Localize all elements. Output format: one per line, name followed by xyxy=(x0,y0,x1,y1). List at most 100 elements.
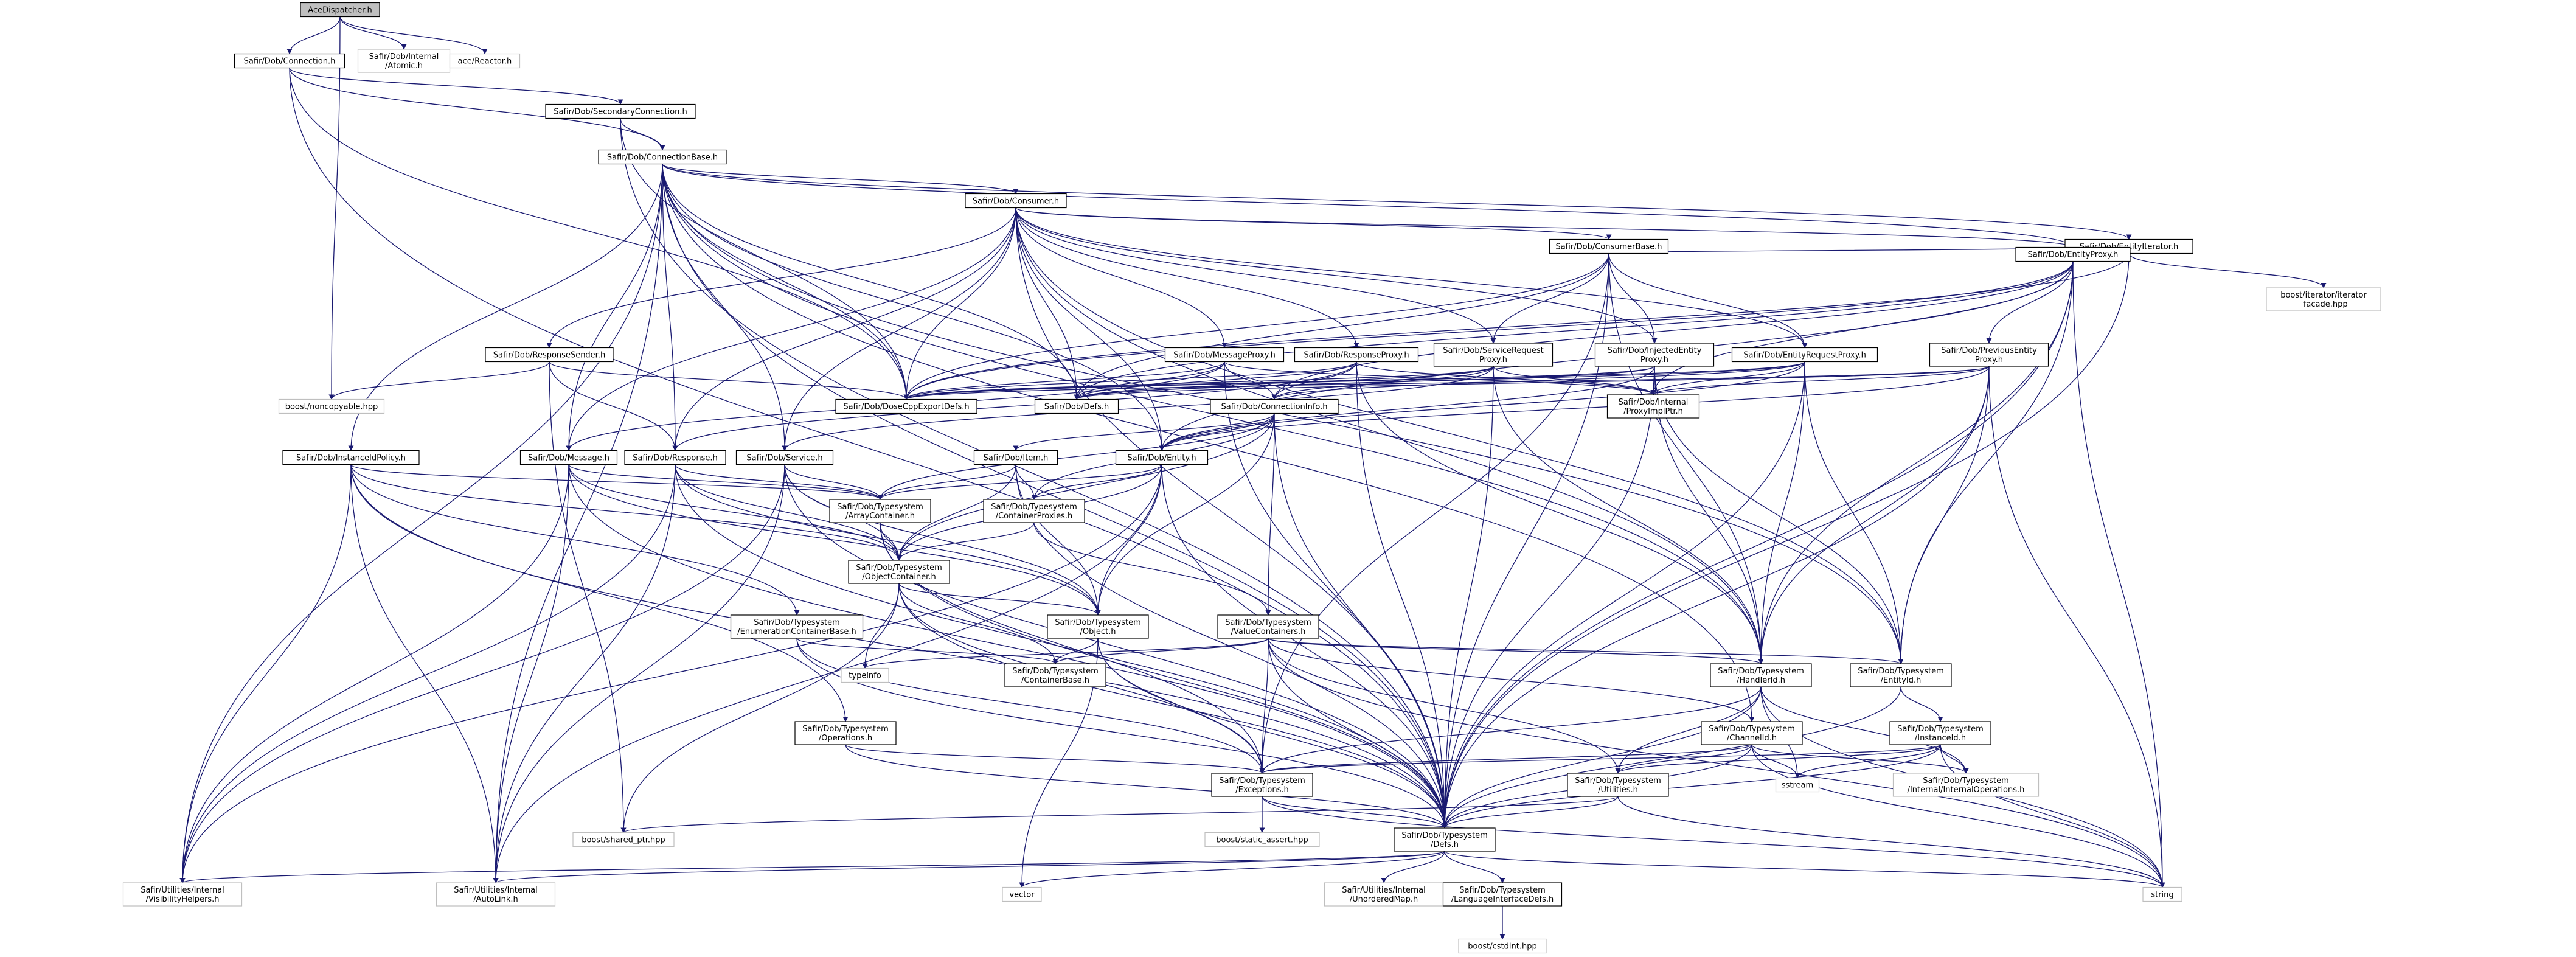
node-connection-base[interactable]: Safir/Dob/ConnectionBase.h xyxy=(598,149,727,165)
node-ts-exceptions[interactable]: Safir/Dob/Typesystem/Exceptions.h xyxy=(1211,773,1313,797)
edge-service-request-proxy-to-ts-defs xyxy=(1442,366,1494,829)
edge-instance-id-policy-to-ts-operations xyxy=(350,464,849,722)
node-box[interactable] xyxy=(1710,663,1812,687)
node-box[interactable] xyxy=(1394,827,1496,852)
node-array-container[interactable]: Safir/Dob/Typesystem/ArrayContainer.h xyxy=(829,499,931,523)
node-box[interactable] xyxy=(835,398,977,414)
node-box[interactable] xyxy=(1210,398,1339,414)
node-box[interactable] xyxy=(282,450,420,465)
node-box[interactable] xyxy=(1433,343,1554,367)
node-box[interactable] xyxy=(519,450,618,465)
node-box[interactable] xyxy=(730,614,864,639)
node-proxy-impl-ptr[interactable]: Safir/Dob/Internal/ProxyImplPtr.h xyxy=(1606,394,1700,419)
node-channel-id[interactable]: Safir/Dob/Typesystem/ChannelId.h xyxy=(1701,721,1803,745)
node-ace-dispatcher[interactable]: AceDispatcher.h xyxy=(300,2,380,18)
node-dob-entity[interactable]: Safir/Dob/Entity.h xyxy=(1115,450,1209,465)
node-box[interactable] xyxy=(965,193,1067,209)
node-connection[interactable]: Safir/Dob/Connection.h xyxy=(234,53,345,69)
node-ts-operations[interactable]: Safir/Dob/Typesystem/Operations.h xyxy=(794,721,897,745)
node-consumer-base[interactable]: Safir/Dob/ConsumerBase.h xyxy=(1549,238,1669,254)
edge-dob-message-to-ts-object xyxy=(568,464,1101,616)
node-dob-item[interactable]: Safir/Dob/Item.h xyxy=(973,450,1058,465)
node-boost-static-assert: boost/static_assert.hpp xyxy=(1204,832,1320,847)
node-label: /Object.h xyxy=(1080,627,1116,636)
node-label: Safir/Dob/DoseCppExportDefs.h xyxy=(843,403,969,412)
node-instance-id-policy[interactable]: Safir/Dob/InstanceIdPolicy.h xyxy=(282,450,420,465)
node-box[interactable] xyxy=(1034,398,1119,414)
node-dob-defs[interactable]: Safir/Dob/Defs.h xyxy=(1034,398,1119,414)
node-box[interactable] xyxy=(1549,238,1669,254)
node-box[interactable] xyxy=(1567,773,1669,797)
node-box[interactable] xyxy=(1047,614,1149,639)
node-box[interactable] xyxy=(1217,614,1319,639)
node-box[interactable] xyxy=(1594,343,1715,367)
node-enum-container-base[interactable]: Safir/Dob/Typesystem/EnumerationContaine… xyxy=(730,614,864,639)
node-ts-defs[interactable]: Safir/Dob/Typesystem/Defs.h xyxy=(1394,827,1496,852)
edge-consumer-to-consumer-base xyxy=(1015,207,1612,240)
node-label: /VisibilityHelpers.h xyxy=(146,895,220,904)
node-vector: vector xyxy=(1002,886,1042,902)
node-secondary-connection[interactable]: Safir/Dob/SecondaryConnection.h xyxy=(545,103,696,119)
node-label: Safir/Dob/Connection.h xyxy=(244,57,336,66)
node-box[interactable] xyxy=(735,450,834,465)
node-box[interactable] xyxy=(848,560,950,584)
node-handler-id[interactable]: Safir/Dob/Typesystem/HandlerId.h xyxy=(1710,663,1812,687)
node-container-proxies[interactable]: Safir/Dob/Typesystem/ContainerProxies.h xyxy=(983,499,1085,523)
node-box[interactable] xyxy=(1211,773,1313,797)
node-box[interactable] xyxy=(485,347,614,363)
node-language-interface-defs[interactable]: Safir/Dob/Typesystem/LanguageInterfaceDe… xyxy=(1442,882,1563,907)
node-box[interactable] xyxy=(1164,347,1285,363)
node-entity-request-proxy[interactable]: Safir/Dob/EntityRequestProxy.h xyxy=(1731,347,1878,363)
node-box[interactable] xyxy=(1115,450,1209,465)
node-box[interactable] xyxy=(2015,246,2131,262)
edge-entity-proxy-to-dob-defs xyxy=(1074,261,2074,400)
edge-instance-id-policy-to-array-container xyxy=(350,464,883,500)
node-ts-utilities[interactable]: Safir/Dob/Typesystem/Utilities.h xyxy=(1567,773,1669,797)
node-box[interactable] xyxy=(1606,394,1700,419)
node-response-proxy[interactable]: Safir/Dob/ResponseProxy.h xyxy=(1294,347,1419,363)
node-box[interactable] xyxy=(1850,663,1952,687)
node-label: Safir/Dob/Message.h xyxy=(528,454,609,463)
node-label: /ChannelId.h xyxy=(1727,734,1777,743)
node-value-containers[interactable]: Safir/Dob/Typesystem/ValueContainers.h xyxy=(1217,614,1319,639)
node-ts-object[interactable]: Safir/Dob/Typesystem/Object.h xyxy=(1047,614,1149,639)
node-box[interactable] xyxy=(1929,343,2049,367)
node-box[interactable] xyxy=(234,53,345,69)
node-box[interactable] xyxy=(983,499,1085,523)
node-object-container[interactable]: Safir/Dob/Typesystem/ObjectContainer.h xyxy=(848,560,950,584)
node-container-base[interactable]: Safir/Dob/Typesystem/ContainerBase.h xyxy=(1004,663,1106,687)
node-box[interactable] xyxy=(624,450,726,465)
edge-instance-id-policy-to-auto-link xyxy=(350,464,499,883)
dependency-edges xyxy=(179,16,2327,940)
node-entity-proxy[interactable]: Safir/Dob/EntityProxy.h xyxy=(2015,246,2131,262)
node-box[interactable] xyxy=(1889,721,1991,745)
node-dob-service[interactable]: Safir/Dob/Service.h xyxy=(735,450,834,465)
node-box[interactable] xyxy=(1004,663,1106,687)
node-instance-id[interactable]: Safir/Dob/Typesystem/InstanceId.h xyxy=(1889,721,1991,745)
node-internal-atomic: Safir/Dob/Internal/Atomic.h xyxy=(357,49,451,73)
node-box[interactable] xyxy=(1442,882,1563,907)
node-box[interactable] xyxy=(1701,721,1803,745)
node-box[interactable] xyxy=(829,499,931,523)
node-dose-cpp-export[interactable]: Safir/Dob/DoseCppExportDefs.h xyxy=(835,398,977,414)
node-label: /Internal/InternalOperations.h xyxy=(1908,785,2025,795)
node-box[interactable] xyxy=(973,450,1058,465)
node-entity-id[interactable]: Safir/Dob/Typesystem/EntityId.h xyxy=(1850,663,1952,687)
node-consumer[interactable]: Safir/Dob/Consumer.h xyxy=(965,193,1067,209)
node-response-sender[interactable]: Safir/Dob/ResponseSender.h xyxy=(485,347,614,363)
node-box[interactable] xyxy=(794,721,897,745)
node-box[interactable] xyxy=(300,2,380,18)
node-box[interactable] xyxy=(1731,347,1878,363)
node-dob-message[interactable]: Safir/Dob/Message.h xyxy=(519,450,618,465)
node-box[interactable] xyxy=(1294,347,1419,363)
node-message-proxy[interactable]: Safir/Dob/MessageProxy.h xyxy=(1164,347,1285,363)
node-box[interactable] xyxy=(598,149,727,165)
node-box[interactable] xyxy=(545,103,696,119)
node-dob-response[interactable]: Safir/Dob/Response.h xyxy=(624,450,726,465)
node-label: Safir/Dob/Typesystem xyxy=(1709,725,1795,734)
edge-dob-response-to-object-container xyxy=(675,464,902,561)
node-connection-info[interactable]: Safir/Dob/ConnectionInfo.h xyxy=(1210,398,1339,414)
